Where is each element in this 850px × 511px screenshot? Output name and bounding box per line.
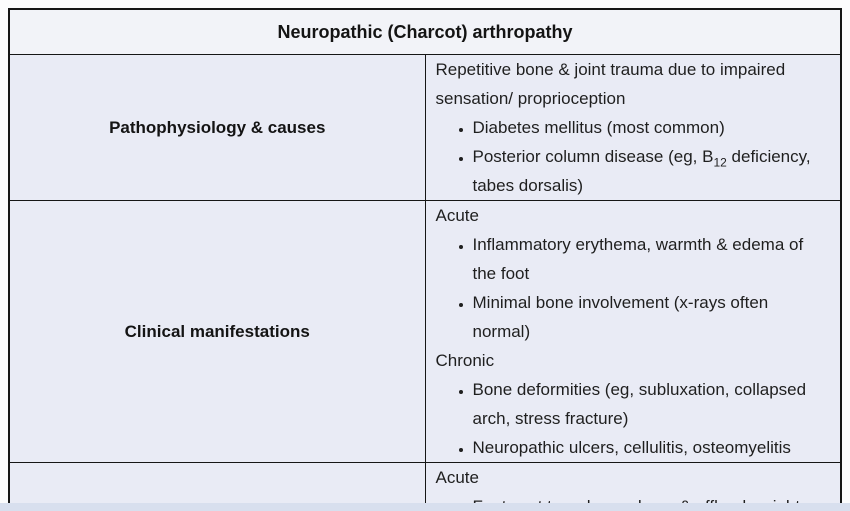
acute-heading: Acute xyxy=(435,206,479,225)
pathophysiology-bullet-list: Diabetes mellitus (most common) Posterio… xyxy=(436,113,831,200)
chronic-heading: Chronic xyxy=(435,351,495,370)
bullet-item: Bone deformities (eg, subluxation, colla… xyxy=(473,375,831,433)
row-label-clinical-manifestations: Clinical manifestations xyxy=(8,200,426,463)
clinical-chronic-bullet-list: Bone deformities (eg, subluxation, colla… xyxy=(436,375,831,462)
page-bottom-strip xyxy=(0,503,850,511)
bullet-text: Posterior column disease (eg, B xyxy=(472,147,714,166)
table-title: Neuropathic (Charcot) arthropathy xyxy=(8,8,842,55)
bullet-text: Minimal bone involvement (x-rays often n… xyxy=(472,293,769,341)
pathophysiology-intro: Repetitive bone & joint trauma due to im… xyxy=(435,60,786,108)
bullet-item: Inflammatory erythema, warmth & edema of… xyxy=(473,230,831,288)
content-clinical-manifestations: Acute Inflammatory erythema, warmth & ed… xyxy=(424,200,842,463)
acute-heading: Acute xyxy=(435,468,479,487)
row-label-management: Management xyxy=(8,462,426,511)
table-header-row: Neuropathic (Charcot) arthropathy xyxy=(8,8,842,55)
row-clinical-manifestations: Clinical manifestations Acute Inflammato… xyxy=(8,200,842,463)
bullet-item: Posterior column disease (eg, B12 defici… xyxy=(473,142,831,200)
bullet-item: Neuropathic ulcers, cellulitis, osteomye… xyxy=(473,433,831,462)
bullet-text: Neuropathic ulcers, cellulitis, osteomye… xyxy=(472,438,791,457)
bullet-item: Diabetes mellitus (most common) xyxy=(473,113,831,142)
b12-subscript: 12 xyxy=(713,155,727,170)
bullet-text: Diabetes mellitus (most common) xyxy=(472,118,725,137)
row-management: Management Acute Foot cast to reduce ede… xyxy=(8,462,842,511)
bullet-text: Bone deformities (eg, subluxation, colla… xyxy=(472,380,807,428)
bullet-text: Inflammatory erythema, warmth & edema of… xyxy=(472,235,804,283)
charcot-arthropathy-table: Neuropathic (Charcot) arthropathy Pathop… xyxy=(8,8,842,511)
clinical-acute-bullet-list: Inflammatory erythema, warmth & edema of… xyxy=(436,230,831,346)
row-pathophysiology: Pathophysiology & causes Repetitive bone… xyxy=(8,54,842,201)
bullet-text: deficiency, tabes dorsalis) xyxy=(472,147,811,195)
content-pathophysiology: Repetitive bone & joint trauma due to im… xyxy=(424,54,842,201)
row-label-pathophysiology: Pathophysiology & causes xyxy=(8,54,426,201)
bullet-item: Minimal bone involvement (x-rays often n… xyxy=(473,288,831,346)
